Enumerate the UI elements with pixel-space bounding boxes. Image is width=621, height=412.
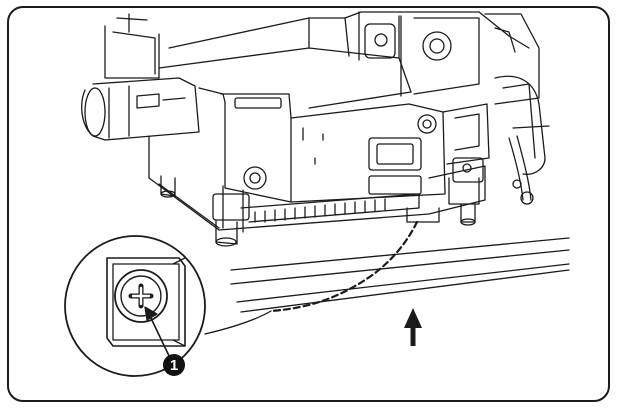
puller-assembly <box>494 75 550 205</box>
thread-path <box>269 220 419 313</box>
up-arrow-icon <box>404 308 422 346</box>
detail-magnifier <box>64 235 206 377</box>
machine-body <box>104 11 540 203</box>
callout-marker-icon: 1 <box>163 354 185 376</box>
machine-arm <box>81 77 226 141</box>
callout-leader <box>148 313 172 361</box>
callout-number: 1 <box>170 357 178 374</box>
table-surface <box>204 237 570 335</box>
phillips-screw-icon <box>114 269 168 323</box>
sewing-machine-illustration: 1 <box>64 11 570 377</box>
callout-leader-arrowhead <box>144 306 158 321</box>
machine-base <box>148 135 486 247</box>
illustration-frame: 1 <box>7 6 610 402</box>
